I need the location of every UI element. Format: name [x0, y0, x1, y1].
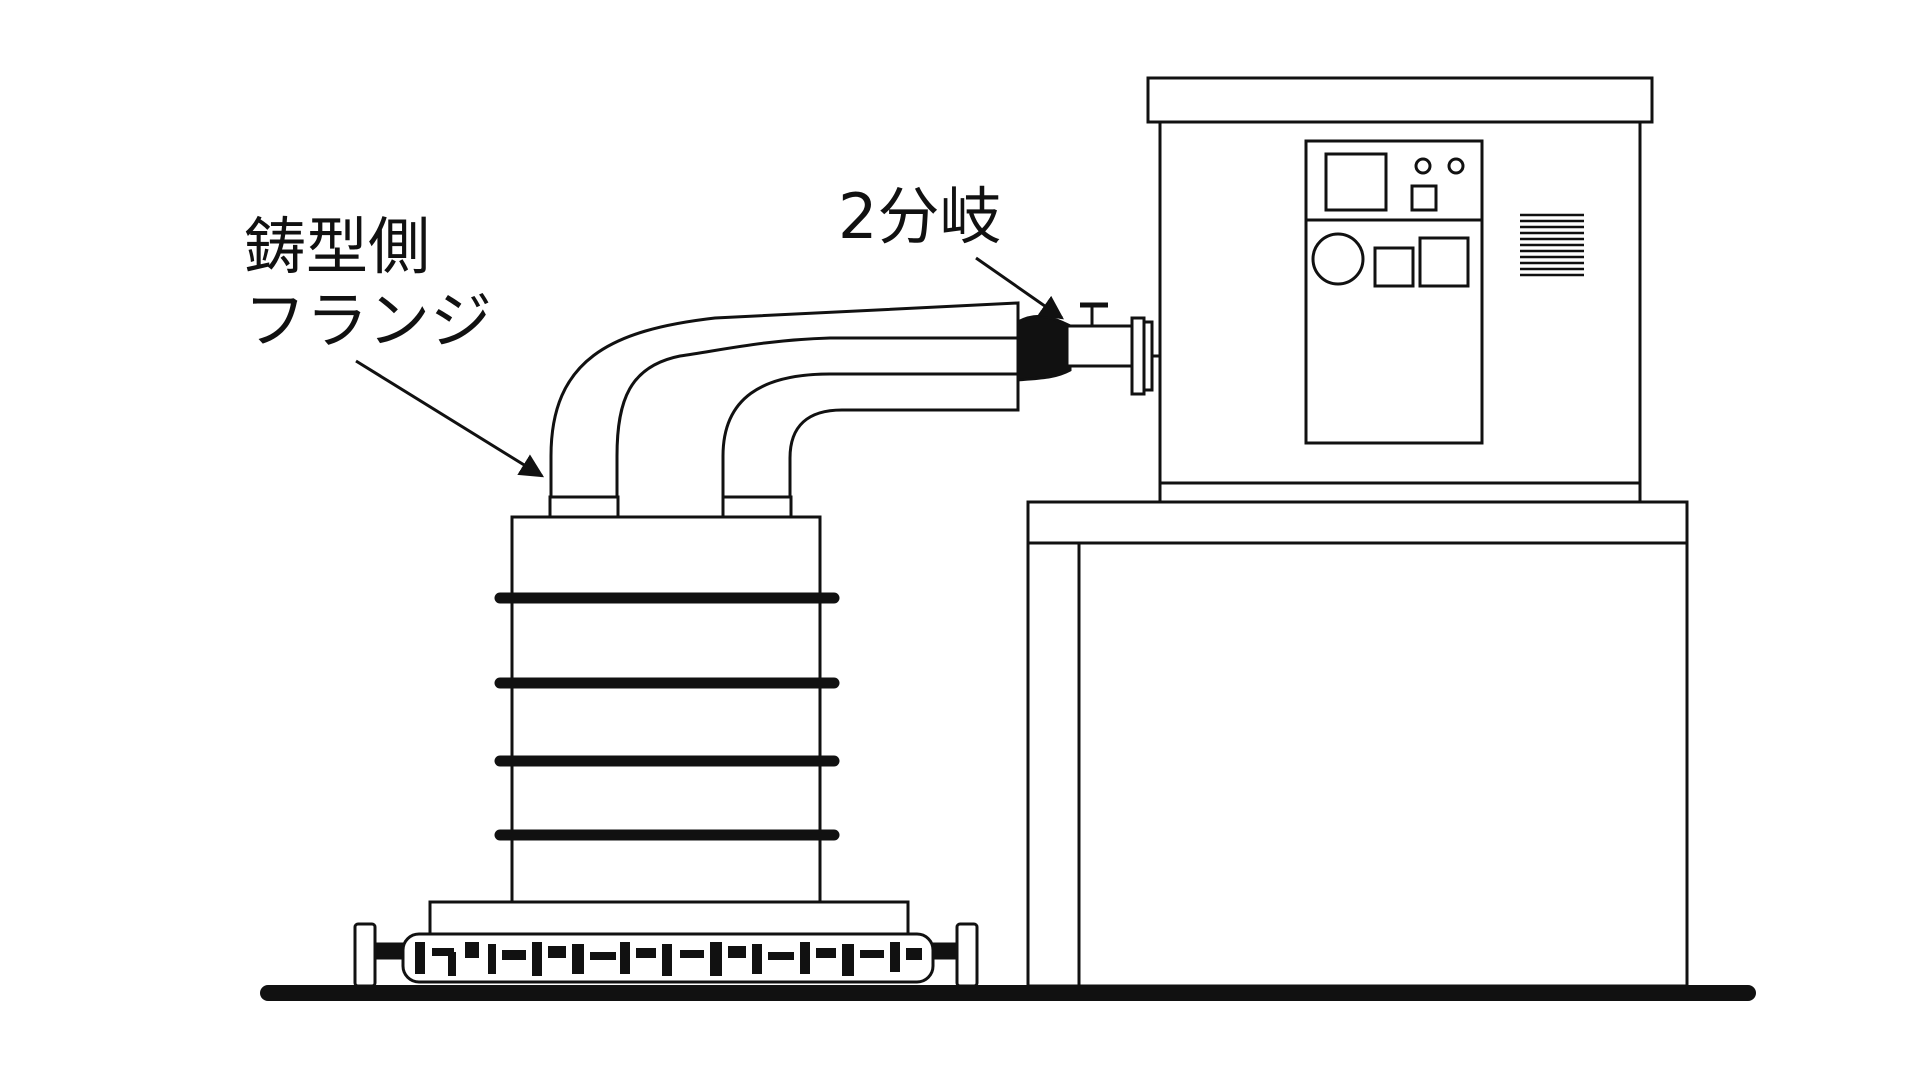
pipe-upper	[549, 301, 1020, 497]
mold-flange-right	[721, 495, 793, 519]
mold-bands	[494, 592, 840, 841]
panel-dial	[1311, 232, 1365, 286]
branch-connector	[1016, 314, 1072, 382]
arrow-branch	[975, 256, 1064, 320]
panel-display	[1324, 152, 1388, 212]
branch-flange-inner	[1142, 320, 1154, 392]
mold-flange-left	[548, 495, 620, 519]
roller-texture	[415, 942, 922, 976]
pipe-lower	[721, 372, 1020, 497]
stand-top	[1026, 500, 1689, 545]
indicator-lamp-1	[1414, 157, 1432, 175]
panel-switch	[1410, 184, 1438, 212]
machine-top-cover	[1146, 76, 1654, 124]
mold-flange-label-line1: 鋳型側	[244, 210, 431, 283]
mold-flange-label-line2: フランジ	[244, 284, 493, 357]
roller-cart	[353, 922, 979, 988]
mold-body	[510, 515, 822, 904]
control-panel	[1304, 139, 1484, 445]
stand-body	[1026, 541, 1689, 988]
vent-grille	[1520, 213, 1584, 277]
arrow-mold-flange	[355, 359, 545, 478]
branch-label: 2分岐	[838, 180, 1002, 253]
panel-button-large	[1418, 236, 1470, 288]
panel-button-small	[1373, 246, 1415, 288]
branch-flange-outer	[1130, 316, 1146, 396]
mold-base-plate	[428, 900, 910, 936]
branch-valve-body	[1065, 324, 1135, 368]
mold-flange-label: 鋳型側 フランジ	[244, 210, 492, 358]
indicator-lamp-2	[1447, 157, 1465, 175]
